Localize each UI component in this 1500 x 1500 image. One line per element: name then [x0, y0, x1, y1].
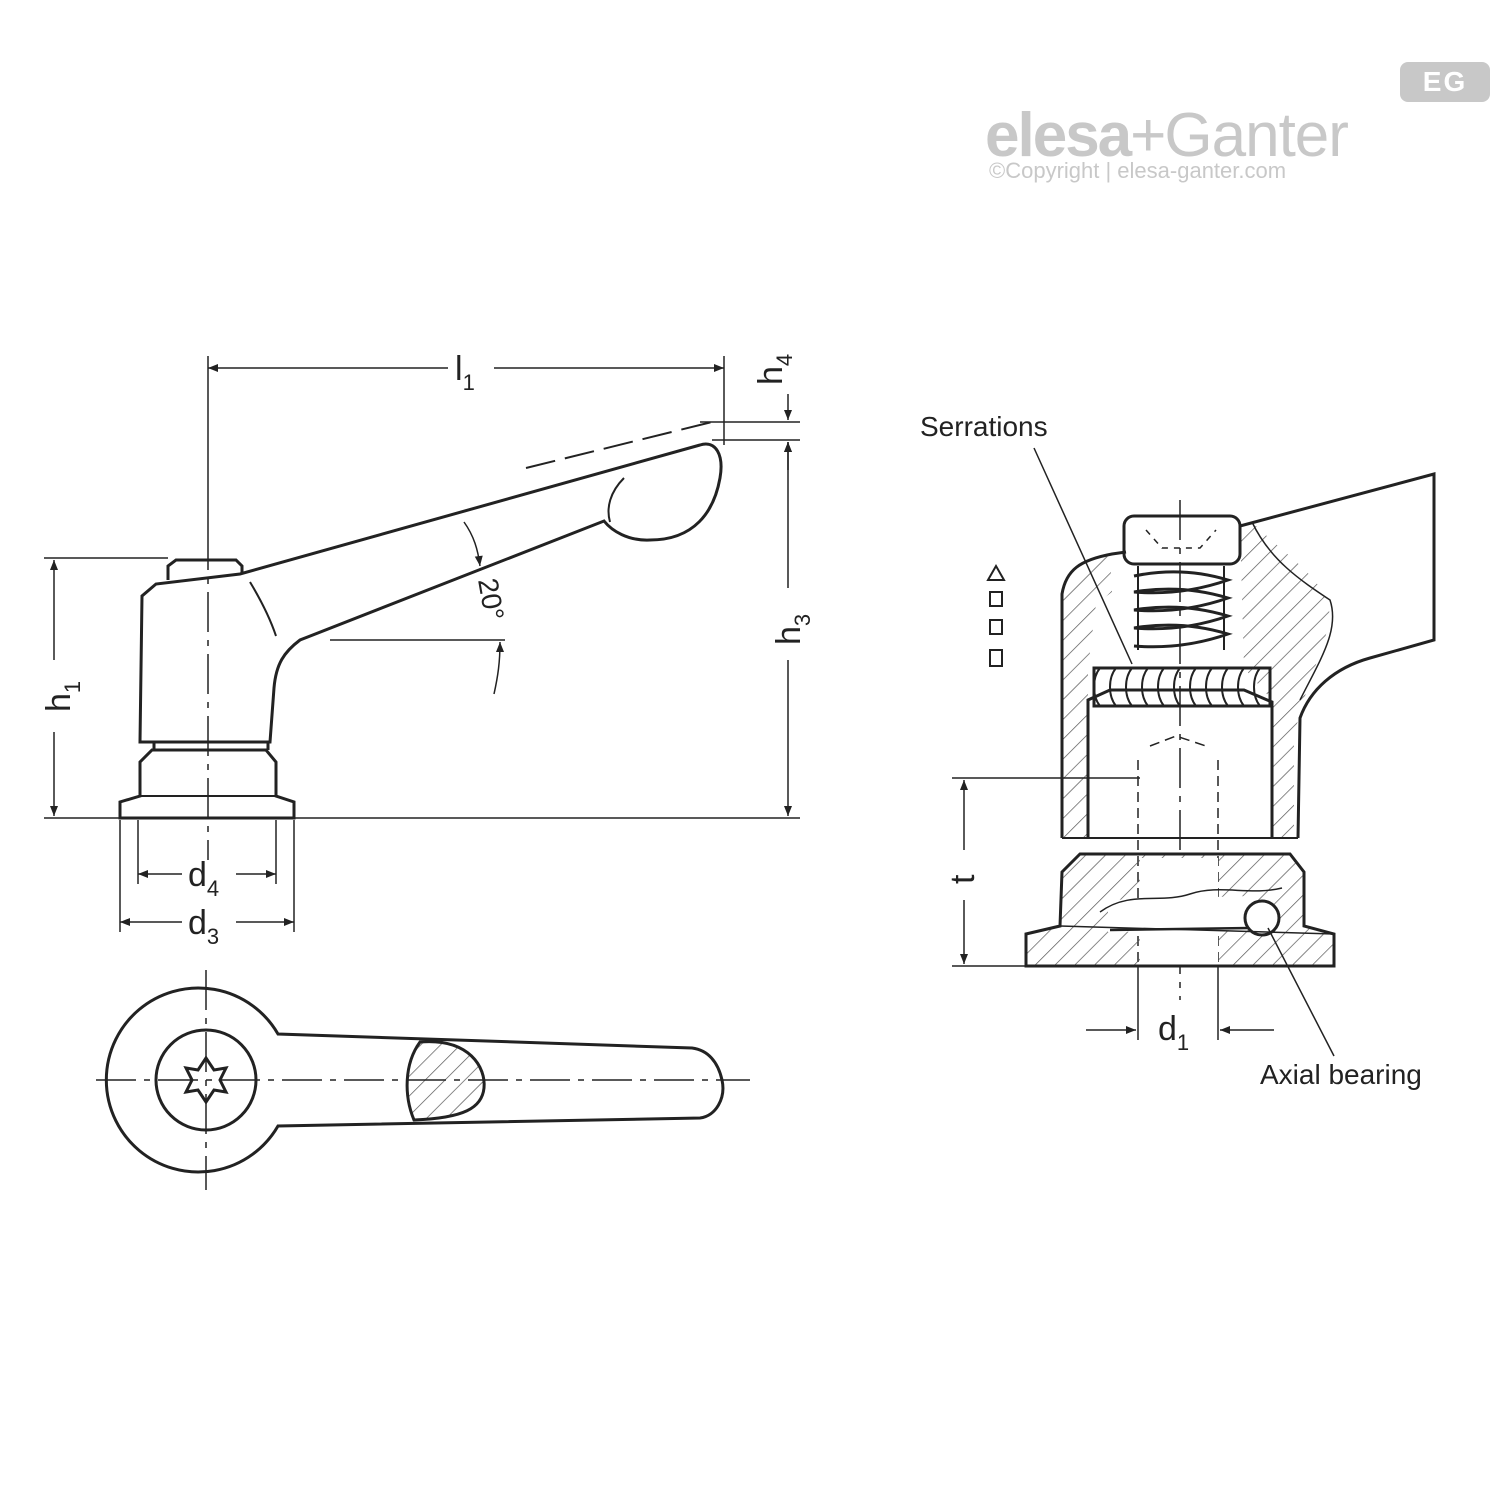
dim-l1-label: l1	[455, 350, 475, 395]
serrations-callout: Serrations	[920, 411, 1048, 442]
angle-label: 20°	[472, 576, 510, 623]
copyright-text: ©Copyright | elesa-ganter.com	[989, 158, 1287, 183]
top-view-outline	[104, 986, 725, 1174]
dim-h1-label: h1	[40, 681, 85, 712]
brand-word-elesa: elesa	[985, 101, 1132, 170]
arm-cross-section	[405, 1040, 486, 1122]
brand-word-ganter: Ganter	[1164, 101, 1349, 170]
spring	[1133, 566, 1233, 650]
dim-d4-label: d4	[188, 856, 219, 901]
side-view: l1 h4 h3 h1 20° d4 d3	[40, 350, 815, 949]
base-flange	[118, 748, 296, 820]
dim-d3-label: d3	[188, 904, 219, 949]
direction-arrow-icon	[986, 563, 1006, 667]
section-view: t d1 Serrations Axial bearing	[920, 411, 1436, 1090]
dim-t-label: t	[944, 874, 982, 884]
axial-bearing-callout: Axial bearing	[1260, 1059, 1422, 1090]
brand-wordmark: elesa+Ganter	[985, 100, 1349, 171]
brand-logo: elesa+Ganter ©Copyright | elesa-ganter.c…	[985, 62, 1490, 192]
bearing-ball	[1243, 899, 1281, 937]
top-view	[96, 970, 750, 1190]
serration-ring	[1092, 666, 1272, 708]
screw-head	[1122, 514, 1242, 566]
dim-d1-label: d1	[1158, 1010, 1189, 1055]
brand-badge-icon: EG	[1400, 62, 1490, 102]
base-section	[1024, 852, 1336, 968]
brand-plus: +	[1130, 101, 1166, 170]
lever-body-section	[1060, 550, 1127, 838]
dim-h3-label: h3	[770, 614, 815, 645]
dim-h4-label: h4	[752, 354, 797, 385]
lever-arm	[138, 442, 723, 744]
